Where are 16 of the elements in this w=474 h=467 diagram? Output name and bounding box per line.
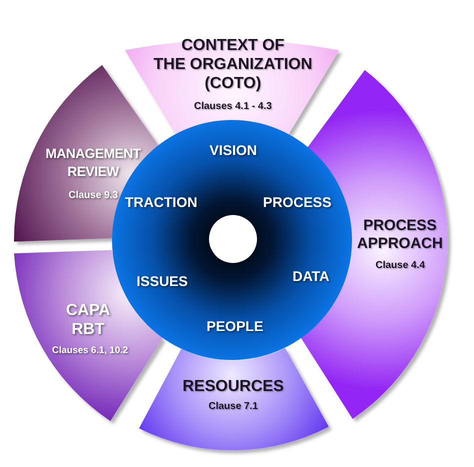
hub-keyword: PROCESS (263, 194, 332, 210)
clause-reference: Clauses 4.1 - 4.3 (194, 100, 272, 113)
ring-segment (138, 348, 328, 450)
segment-title: RESOURCES (182, 378, 284, 396)
hub-keyword: VISION (210, 142, 257, 158)
clause-reference: Clauses 6.1, 10.2 (52, 345, 128, 356)
hub-keyword: PEOPLE (206, 318, 264, 334)
clause-reference: Clause 9.3 (68, 190, 118, 202)
clause-reference: Clause 7.1 (208, 400, 258, 413)
segment-title: CAPA RBT (66, 301, 110, 340)
segment-title: CONTEXT OF THE ORGANIZATION (COTO) (153, 36, 312, 94)
clause-reference: Clause 4.4 (375, 260, 425, 272)
hub-keyword: TRACTION (125, 194, 198, 210)
hub-keyword: DATA (292, 268, 330, 284)
segment-title: PROCESS APPROACH (356, 216, 443, 253)
hub-keyword: ISSUES (136, 273, 188, 290)
